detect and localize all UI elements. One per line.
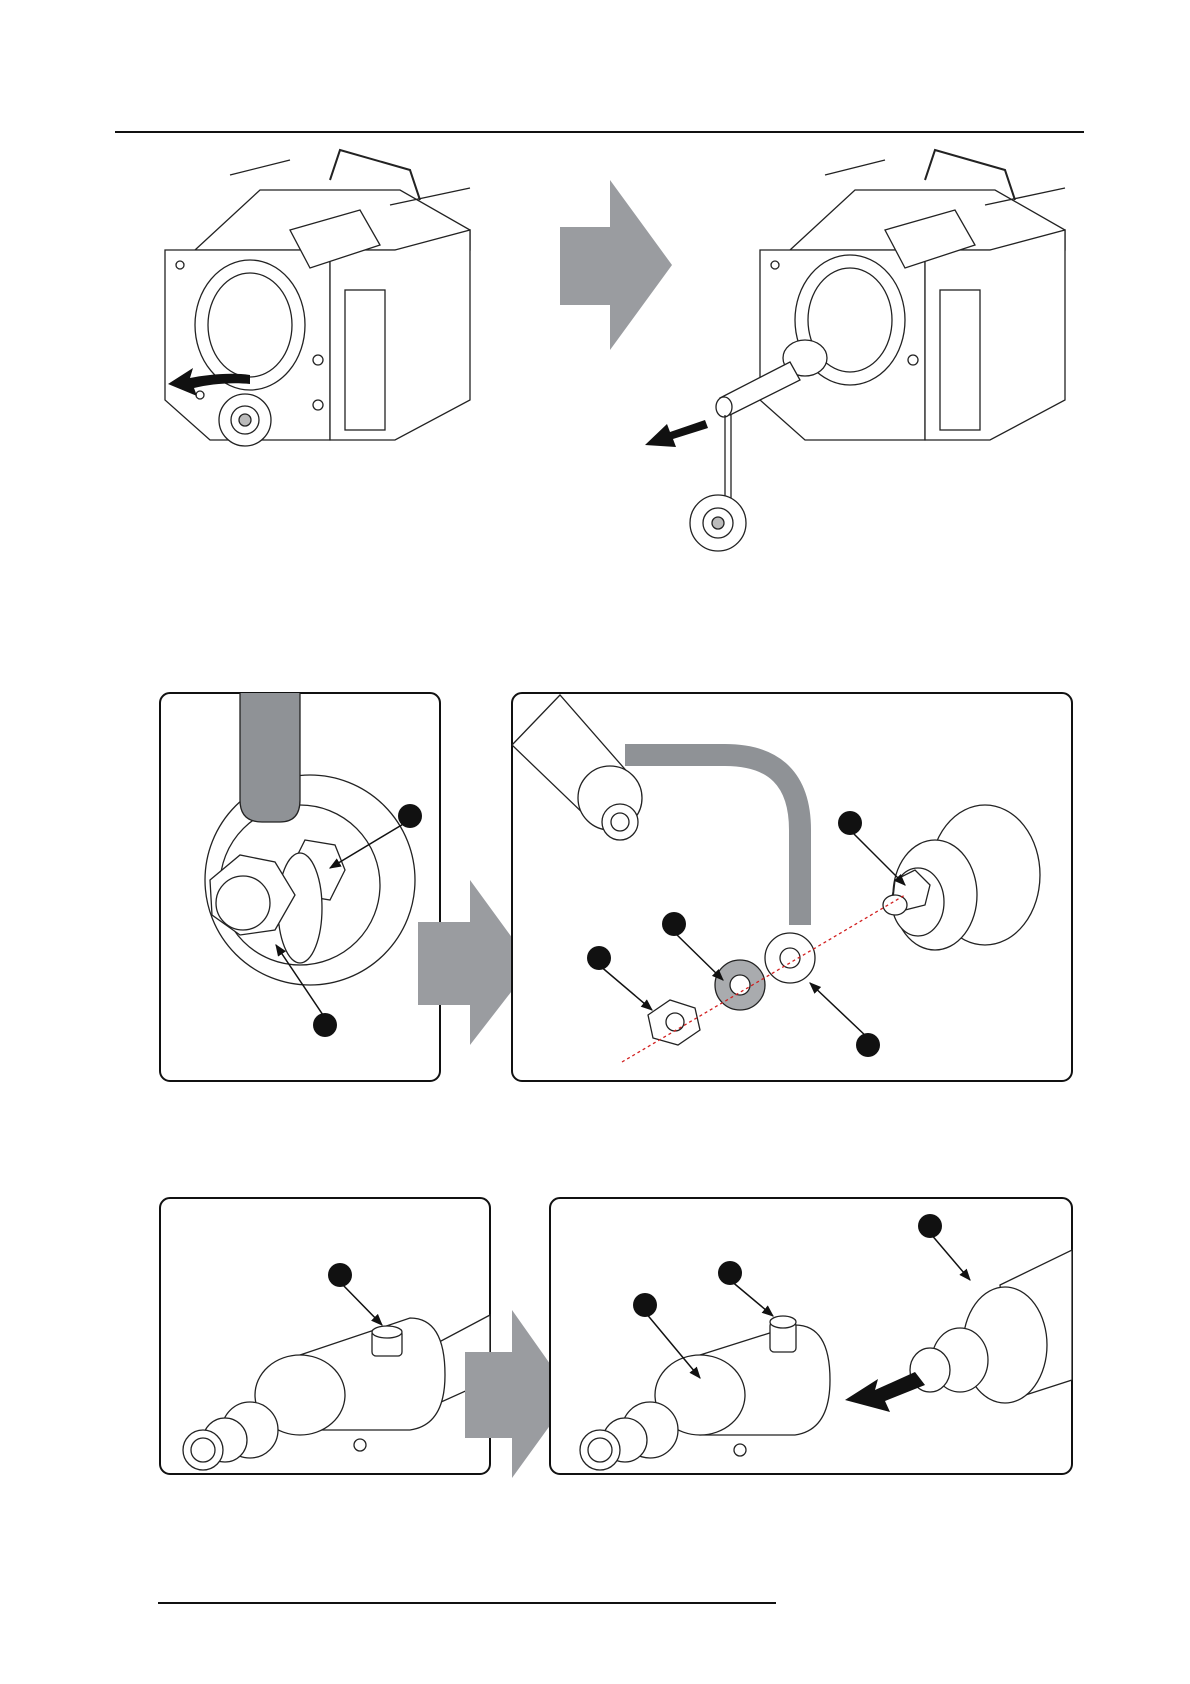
callout-dot (633, 1293, 657, 1317)
callout-dot (313, 1013, 337, 1037)
step-arrow-1 (560, 180, 672, 350)
callout-dot (838, 811, 862, 835)
figure-housing-before (165, 150, 470, 446)
callout-dot (718, 1261, 742, 1285)
pull-arrow-out (645, 420, 708, 447)
callout-dot (662, 912, 686, 936)
figure-housing-after-pull (690, 150, 1065, 551)
callout-dot (856, 1033, 880, 1057)
callout-dot (918, 1214, 942, 1238)
callout-dot (398, 804, 422, 828)
callout-dot (587, 946, 611, 970)
callout-dot (328, 1263, 352, 1287)
footer-rule (158, 1602, 776, 1604)
